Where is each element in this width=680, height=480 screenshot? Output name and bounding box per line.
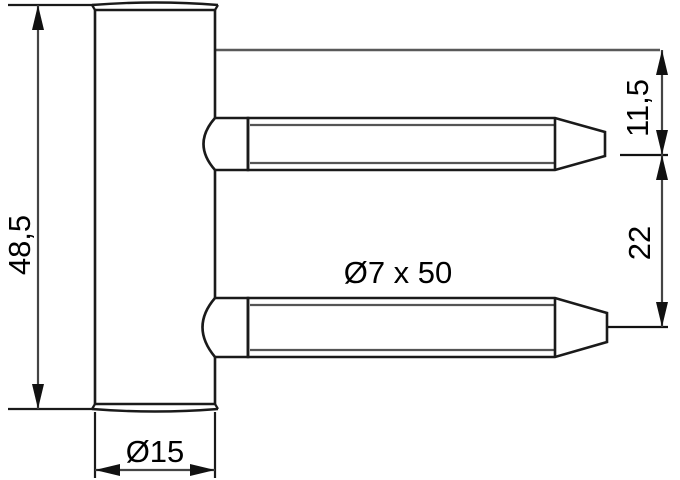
plate-diameter-right-arrow-icon — [190, 464, 215, 476]
reference-lines — [178, 48, 668, 329]
dimension-plate-diameter: Ø15 — [93, 412, 217, 478]
pin-spacing-top-arrow-icon — [656, 155, 668, 180]
top-pin-offset-label: 11,5 — [620, 79, 655, 137]
lower-pin-rounded-head — [201, 296, 250, 359]
plate-bottom-chamfer — [91, 407, 219, 413]
upper-pin-rounded-head — [202, 116, 250, 172]
annotation-pin-spec: Ø7 x 50 — [344, 255, 453, 290]
plate-height-bottom-arrow-icon — [32, 384, 44, 409]
plate-diameter-label: Ø15 — [126, 434, 185, 469]
dimension-pin-spacing: 22 — [622, 155, 668, 327]
lower-pin — [201, 296, 609, 359]
pin-spec-label: Ø7 x 50 — [344, 255, 453, 290]
dimension-plate-height: 48,5 — [2, 3, 95, 411]
plate-height-top-arrow-icon — [32, 5, 44, 30]
plate-body — [93, 8, 217, 406]
lower-pin-shaft — [246, 296, 609, 359]
pin-spacing-bottom-arrow-icon — [656, 302, 668, 327]
plate-bottom-right-edge — [214, 403, 219, 410]
pin-spacing-label: 22 — [622, 226, 657, 260]
upper-pin — [202, 116, 607, 172]
plate-diameter-left-arrow-icon — [95, 464, 120, 476]
dimension-top-pin-offset: 11,5 — [620, 50, 668, 155]
plate-top-right-edge — [214, 4, 219, 11]
plate-top-chamfer — [91, 1, 219, 7]
plate-height-label: 48,5 — [2, 215, 37, 275]
top-pin-offset-bottom-arrow-icon — [656, 130, 668, 155]
mounting-plate — [91, 1, 219, 413]
top-pin-offset-top-arrow-icon — [656, 50, 668, 75]
